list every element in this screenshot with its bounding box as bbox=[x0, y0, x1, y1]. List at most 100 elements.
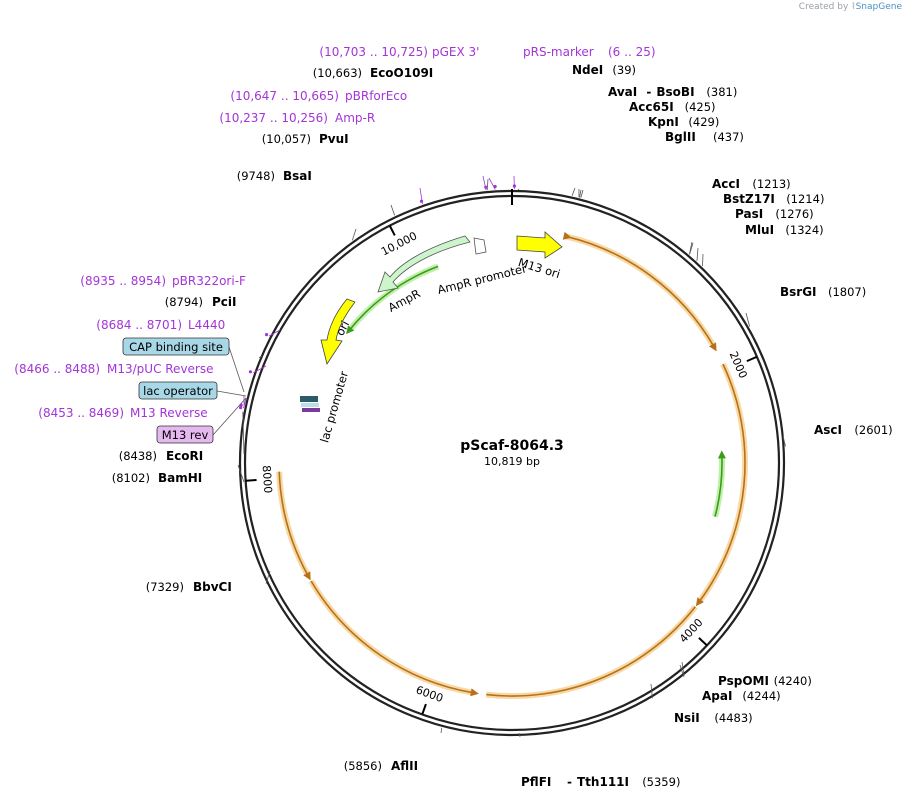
enzyme-site-avai[interactable]: AvaI-BsoBI(381) bbox=[608, 85, 737, 99]
primer-range: (8466 .. 8488) bbox=[14, 362, 100, 376]
leader-line bbox=[212, 397, 247, 436]
enzyme-position: (7329) bbox=[146, 580, 184, 594]
primer-name: L4440 bbox=[188, 318, 225, 332]
ruler-tick bbox=[698, 637, 708, 647]
enzyme-site-pspomi[interactable]: PspOMI(4240) bbox=[718, 674, 812, 688]
credit-brand: SnapGene bbox=[855, 2, 902, 12]
enzyme-site-pcii[interactable]: (8794)PciI bbox=[165, 295, 237, 309]
enzyme-site-ndei[interactable]: NdeI(39) bbox=[572, 63, 636, 77]
primer-site[interactable]: (10,647 .. 10,665)pBRforEco bbox=[230, 89, 407, 103]
enzyme-site-bbvci[interactable]: (7329)BbvCI bbox=[146, 580, 232, 594]
leader-line bbox=[351, 228, 357, 241]
feature-box[interactable]: M13 rev bbox=[156, 425, 214, 444]
feature-arrowhead bbox=[346, 325, 355, 335]
enzyme-site-aflii[interactable]: (5856)AflII bbox=[344, 759, 418, 773]
enzyme-position: (8438) bbox=[119, 449, 157, 463]
enzyme-site-ecori[interactable]: (8438)EcoRI bbox=[119, 449, 204, 463]
orange-feature-arc bbox=[310, 580, 474, 694]
ruler-tick bbox=[746, 355, 758, 363]
primer-site[interactable]: (8684 .. 8701) L4440 bbox=[96, 318, 225, 332]
enzyme-site-asci[interactable]: AscI(2601) bbox=[814, 423, 893, 437]
orange-features bbox=[276, 231, 748, 700]
lac-promoter-mark bbox=[300, 396, 318, 402]
primer-range: (8684 .. 8701) bbox=[96, 318, 182, 332]
leader-line bbox=[243, 397, 247, 409]
enzyme-position: (1807) bbox=[828, 285, 866, 299]
enzyme-position: (429) bbox=[688, 115, 719, 129]
enzyme-site-bstz17i[interactable]: BstZ17I(1214) bbox=[723, 192, 824, 206]
feature-box[interactable]: CAP binding site bbox=[122, 337, 230, 356]
primer-marker bbox=[264, 333, 269, 337]
enzyme-site-bglii[interactable]: BglII(437) bbox=[665, 130, 744, 144]
primer-range: (8453 .. 8469) bbox=[38, 406, 124, 420]
primer-site[interactable]: (8453 .. 8469)M13 Reverse bbox=[38, 406, 207, 420]
enzyme-site-nsii[interactable]: NsiI(4483) bbox=[674, 711, 753, 725]
leader-line bbox=[486, 178, 489, 191]
feature-box[interactable]: lac operator bbox=[138, 381, 218, 400]
enzyme-name-2: Tth111I bbox=[577, 775, 629, 789]
enzyme-position: (10,057) bbox=[262, 132, 311, 146]
enzyme-site-pasi[interactable]: PasI(1276) bbox=[735, 207, 814, 221]
plasmid-name: pScaf-8064.3 bbox=[460, 438, 564, 454]
primer-site[interactable]: (10,237 .. 10,256)Amp-R bbox=[219, 111, 375, 125]
leader-line bbox=[679, 664, 685, 677]
enzyme-position: (425) bbox=[685, 100, 716, 114]
enzyme-site-bsai[interactable]: (9748)BsaI bbox=[237, 169, 312, 183]
enzyme-site-kpni[interactable]: KpnI(429) bbox=[648, 115, 719, 129]
ruler-tick bbox=[245, 478, 257, 482]
m13-rev-mark bbox=[302, 408, 320, 412]
enzyme-site-pvui[interactable]: (10,057) PvuI bbox=[262, 132, 349, 146]
enzyme-name: PvuI bbox=[319, 132, 349, 146]
credit-prefix: Created by bbox=[798, 2, 849, 12]
enzyme-site-acc65i[interactable]: Acc65I(425) bbox=[629, 100, 716, 114]
primer-site[interactable]: pRS-marker(6 .. 25) bbox=[523, 45, 656, 59]
feature-box-label: M13 rev bbox=[162, 428, 209, 442]
enzyme-site-mlui[interactable]: MluI(1324) bbox=[745, 223, 824, 237]
plasmid-backbone bbox=[238, 189, 786, 737]
enzyme-position: (4240) bbox=[774, 674, 812, 688]
leader-line bbox=[517, 188, 520, 191]
primer-marker bbox=[484, 185, 488, 189]
enzyme-position: (437) bbox=[713, 130, 744, 144]
orange-feature-halo bbox=[564, 233, 717, 348]
feature-arrowhead bbox=[470, 688, 479, 697]
leader-line bbox=[689, 242, 694, 255]
enzyme-site-apai[interactable]: ApaI(4244) bbox=[702, 689, 781, 703]
primer-marker bbox=[419, 199, 424, 203]
enzyme-name: BsrGI bbox=[780, 285, 817, 299]
primer-name: M13/pUC Reverse bbox=[107, 362, 214, 376]
enzyme-name: AflII bbox=[391, 759, 418, 773]
enzyme-site-ecoo109i[interactable]: (10,663)EcoO109I bbox=[313, 66, 434, 80]
enzyme-name: BamHI bbox=[158, 471, 202, 485]
orange-feature-arc bbox=[278, 471, 309, 576]
primer-site[interactable]: (8935 .. 8954)pBR322ori-F bbox=[80, 274, 246, 288]
enzyme-site-bsrgi[interactable]: BsrGI (1807) bbox=[780, 285, 866, 299]
snapgene-credit: Created by ⌇SnapGene bbox=[799, 2, 902, 12]
primer-marker bbox=[238, 405, 243, 410]
feature-arrowhead bbox=[695, 597, 704, 607]
enzyme-separator: - bbox=[567, 775, 572, 789]
primer-range: (10,703 .. 10,725) bbox=[319, 45, 428, 59]
leader-line bbox=[745, 312, 750, 327]
orange-feature-halo bbox=[276, 471, 311, 577]
enzyme-position: (1276) bbox=[775, 207, 813, 221]
ori-arrow bbox=[320, 298, 356, 365]
enzyme-site-bamhi[interactable]: (8102)BamHI bbox=[112, 471, 203, 485]
lac-operator-mark bbox=[301, 403, 319, 407]
leader-lines bbox=[212, 175, 786, 737]
ruler-tick bbox=[388, 225, 396, 236]
enzyme-site-pflfi[interactable]: PflFI-Tth111I(5359) bbox=[521, 775, 680, 789]
primer-range: (6 .. 25) bbox=[608, 45, 656, 59]
primer-site[interactable]: (10,703 .. 10,725) pGEX 3' bbox=[319, 45, 479, 59]
primer-range: (10,237 .. 10,256) bbox=[219, 111, 328, 125]
leader-line bbox=[650, 683, 653, 699]
enzyme-name: MluI bbox=[745, 223, 774, 237]
enzyme-separator: - bbox=[646, 85, 651, 99]
feature-arrowhead bbox=[562, 231, 572, 240]
primer-site[interactable]: (8466 .. 8488) M13/pUC Reverse bbox=[14, 362, 213, 376]
leader-line bbox=[580, 189, 584, 198]
enzyme-site-acci[interactable]: AccI(1213) bbox=[712, 177, 791, 191]
primer-name: pGEX 3' bbox=[432, 45, 479, 59]
